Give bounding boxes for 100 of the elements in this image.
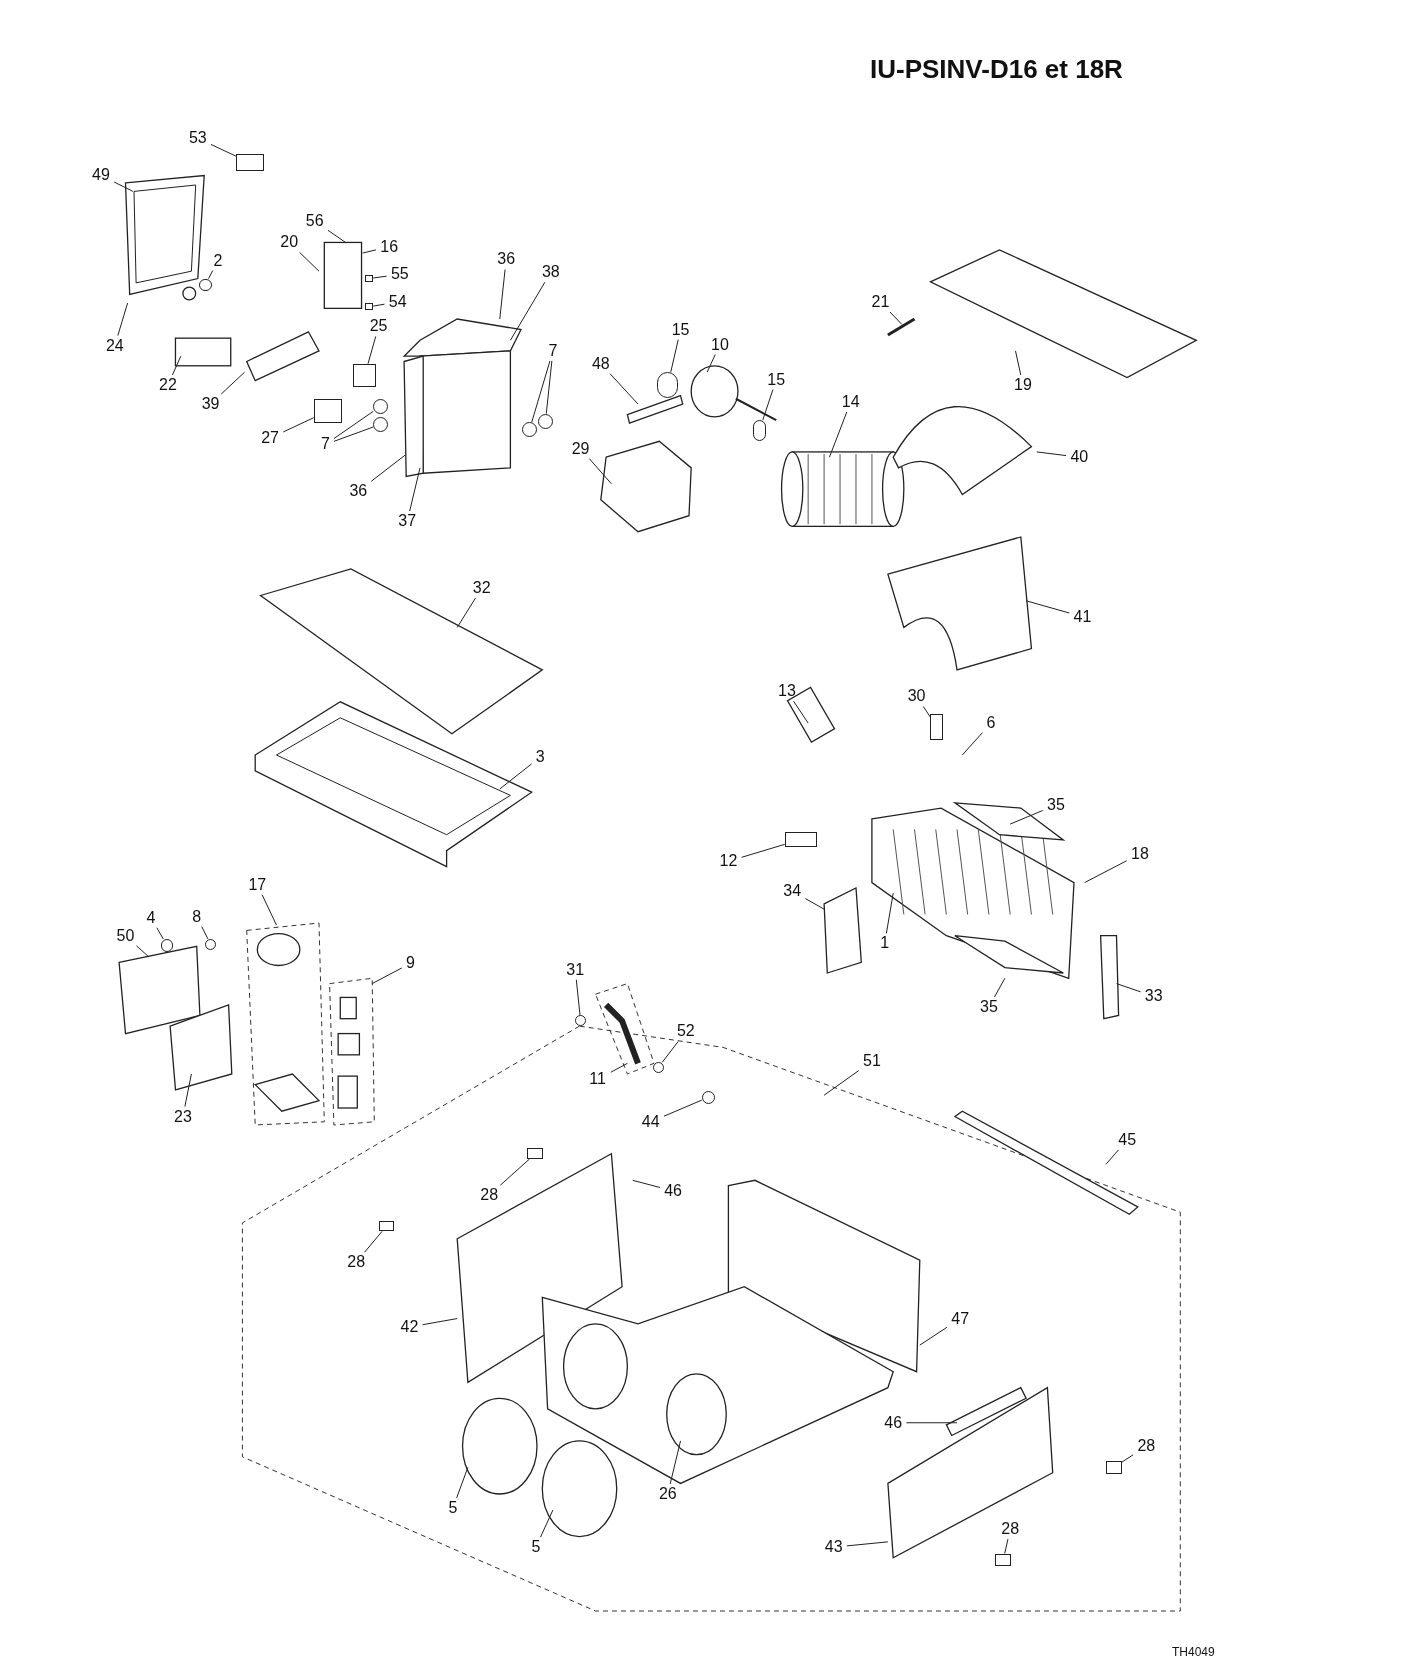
leader-line [333,410,374,440]
leader-line [370,454,406,482]
leader-line [922,706,931,718]
leader-line [846,1541,889,1547]
leader-line [588,458,612,485]
leader-line [1004,1538,1009,1555]
callout-number: 7 [548,341,558,360]
leader-line [261,894,277,926]
round-part-drawing [198,278,212,292]
callout-number: 55 [390,265,409,284]
callout-number: 56 [305,212,324,231]
callout-number: 38 [541,263,560,282]
small-part-drawing [784,831,817,848]
callout-number: 16 [380,237,399,256]
leader-line [609,373,639,405]
round-part-drawing [373,398,389,414]
callout-number: 37 [398,512,417,531]
leader-line [828,411,848,458]
callout-number: 41 [1073,607,1092,626]
callout-number: 33 [1144,987,1163,1006]
leader-line [889,311,903,325]
leader-line [885,892,894,934]
callout-number: 54 [388,293,407,311]
leader-line [456,1466,469,1499]
leader-line [362,249,377,254]
callout-number: 27 [261,429,279,448]
leader-line [367,335,377,365]
leader-line [171,355,182,376]
callout-number: 19 [1014,375,1032,394]
leader-line [499,268,506,320]
small-part-drawing [313,398,343,424]
leader-line [372,303,385,307]
leader-line [371,967,403,985]
leader-line [136,945,150,958]
leader-line [610,1062,628,1073]
callout-number: 18 [1131,844,1149,863]
round-part-drawing [657,372,679,398]
leader-line [905,1422,958,1424]
callout-number: 5 [531,1538,541,1557]
drawing-number: TH4049 [1172,1644,1215,1661]
callout-number: 46 [664,1181,682,1200]
leader-line [632,1179,661,1188]
callout-number: 35 [980,998,998,1016]
callout-number: 20 [280,233,299,252]
callout-number: 39 [201,395,220,414]
callout-number: 15 [767,370,786,389]
round-part-drawing [205,938,216,950]
callout-number: 49 [92,166,110,185]
leader-line [1025,600,1070,614]
leader-line [364,1230,383,1253]
callout-number: 28 [1137,1437,1156,1456]
callout-number: 28 [480,1186,498,1205]
leader-line [456,597,476,628]
callout-number: 46 [884,1413,903,1432]
callout-number: 21 [871,293,890,311]
callout-number: 53 [188,129,207,148]
leader-line [706,354,716,373]
callout-number: 28 [347,1253,366,1272]
small-part-drawing [527,1148,544,1160]
leader-line [220,371,246,395]
callout-number: 48 [591,354,610,373]
leader-line [113,181,134,192]
small-part-drawing [378,1220,395,1232]
callout-number: 36 [349,482,368,501]
callout-number: 23 [174,1107,192,1126]
callout-number: 52 [676,1022,695,1041]
round-part-drawing [538,413,553,429]
leader-line [299,251,320,272]
callout-number: 44 [641,1112,660,1131]
callout-number: 3 [535,748,545,767]
leader-line [762,389,774,421]
round-part-drawing [752,420,766,442]
small-part-drawing [995,1553,1012,1567]
callout-number: 35 [1047,795,1065,814]
leader-line [670,339,679,373]
round-part-drawing [160,938,174,952]
leader-line [499,1158,530,1186]
diagram-title: IU-PSINV-D16 et 18R [870,53,1123,86]
leader-line [793,700,809,724]
callout-number: 1 [880,934,890,953]
callout-number: 24 [105,336,124,355]
leader-line [372,275,388,279]
leader-line [1121,1454,1134,1463]
leader-line [210,143,237,157]
leader-line [804,898,825,910]
callout-number: 51 [863,1052,881,1071]
callout-number: 11 [589,1070,606,1089]
leader-line [333,426,374,442]
round-part-drawing [575,1015,586,1027]
callout-number: 42 [400,1318,419,1337]
leader-line [499,763,533,790]
small-part-drawing [364,303,374,311]
leader-line [509,281,546,341]
leader-line [156,927,164,940]
callout-number: 8 [192,907,202,926]
leader-line [184,1073,192,1107]
leader-line [422,1318,458,1326]
leader-line [1015,350,1022,376]
leader-line [661,1040,679,1063]
leader-line [545,360,553,415]
